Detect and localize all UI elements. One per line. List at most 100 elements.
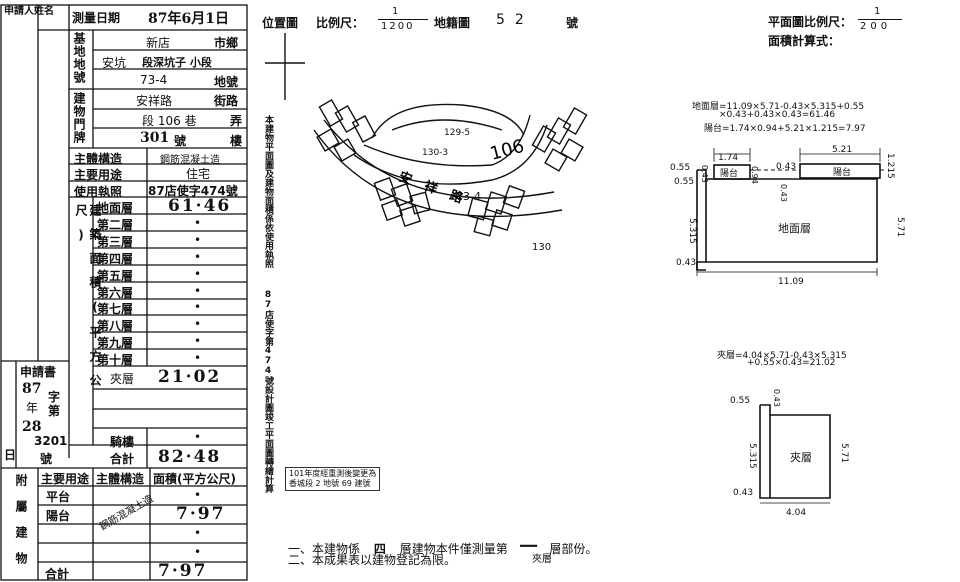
floor-row-name: 第七層 — [97, 302, 134, 316]
floor-area-label: 建築面積(平方公尺) — [74, 204, 102, 398]
application-number: 3201 — [34, 434, 68, 448]
mezz-label: 夾層 — [790, 451, 812, 464]
location-scale-bar — [378, 19, 428, 20]
dim-ground-l: 0.43 — [676, 258, 696, 268]
dim-mezz-d: 5.71 — [839, 443, 849, 463]
main-use-label: 主要用途 — [74, 168, 123, 182]
annex-head-use: 主要用途 — [41, 472, 90, 486]
dim-ground-g: 1.215 — [885, 153, 895, 179]
application-day-suffix: 日 — [4, 448, 17, 462]
plan-scale-den: 200 — [860, 21, 892, 32]
mezz-value: 21·02 — [158, 367, 222, 387]
floor-row-name: 第五層 — [97, 269, 134, 283]
application-char-label: 字第 — [48, 390, 61, 418]
balcony-label-left: 陽台 — [720, 167, 738, 179]
floor-row-value: • — [194, 351, 202, 365]
total-name: 合計 — [110, 452, 135, 466]
floor-row-value: • — [194, 284, 202, 298]
floor-row-value: • — [194, 317, 202, 331]
vertical-note-2: 87店使字第474號設計圖竣工平面圖轉繪計算 — [263, 290, 273, 493]
floor-row-name: 第九層 — [97, 336, 134, 350]
lot-suffix: 地號 — [214, 75, 239, 89]
annex-row-use: 陽台 — [46, 509, 71, 523]
stamp-line-2: 香城段 2 地號 69 建號 — [289, 479, 371, 488]
annex-total-value: 7·97 — [158, 561, 208, 581]
application-year-suffix: 年 — [26, 401, 39, 415]
floor-row-value: • — [194, 216, 202, 230]
building-door-label: 建物門牌 — [72, 92, 86, 144]
parcel-label-3: 73-4 — [456, 190, 481, 203]
plan-area-calc-label: 面積計算式： — [768, 34, 841, 48]
section: 安坑 — [102, 56, 127, 70]
dim-mezz-a: 0.55 — [730, 396, 750, 406]
lot-number: 73-4 — [140, 73, 168, 87]
floor-row-name: 地面層 — [97, 201, 134, 215]
ground-floor-plan: 0.55 0.43 1.74 0.94 0.43 5.21 1.215 0.55… — [670, 145, 905, 287]
dim-mezz-e: 0.43 — [733, 488, 753, 498]
dim-ground-d: 0.94 — [750, 166, 759, 184]
floor-row-value: • — [194, 300, 202, 314]
district: 新店 — [146, 36, 171, 50]
dim-ground-c: 1.74 — [718, 153, 738, 163]
floor-row-value: • — [194, 267, 202, 281]
road-no: 106 — [488, 136, 527, 165]
applicant-label: 申請人姓名 — [4, 6, 54, 17]
survey-date-value: 87年6月1日 — [148, 11, 229, 27]
annex-total-label: 合計 — [45, 567, 70, 581]
arcade-value: • — [194, 430, 202, 444]
note-2: 二、本成果表以建物登記為限。 — [288, 553, 457, 567]
rebuild-stamp: 101年度經重測後變更為 香城段 2 地號 69 建號 — [285, 467, 381, 491]
dim-ground-m: 11.09 — [778, 277, 804, 287]
alley-suffix: 弄 — [230, 114, 243, 128]
dim-ground-b: 0.43 — [700, 165, 709, 183]
dim-mezz-f: 4.04 — [786, 508, 806, 518]
floor-suffix: 樓 — [230, 134, 243, 148]
dim-ground-a: 0.55 — [670, 163, 690, 173]
location-map: 130-3 129-5 73-4 130 106 安祥路 — [265, 33, 588, 253]
note1-c: 層建物本件僅測量第 — [399, 542, 508, 556]
annex-head-area: 面積(平方公尺) — [153, 472, 236, 486]
application-label: 申請書 — [20, 365, 57, 379]
location-sheet-suffix: 號 — [566, 16, 579, 30]
floor-row-value: 61·46 — [168, 196, 232, 216]
dim-ground-j: 5.315 — [687, 218, 697, 244]
note1-f: 夾層 — [532, 554, 552, 565]
mezz-formula-1: 夾層=4.04×5.71-0.43×5.315 — [717, 351, 847, 361]
location-scale-num: 1 — [392, 6, 399, 17]
plan-scale-bar — [858, 19, 902, 20]
floor-row-value: • — [194, 250, 202, 264]
floor-row-name: 第六層 — [97, 286, 134, 300]
vertical-note-1: 本建物平面圖及建物面積係依使用執照 — [263, 115, 273, 268]
main-structure-label: 主體構造 — [74, 152, 123, 166]
door-number-suffix: 號 — [174, 134, 187, 148]
annex-label: 附屬建物 — [14, 474, 28, 578]
parcel-label-2: 129-5 — [444, 128, 470, 138]
annex-row-area: 7·97 — [176, 504, 226, 524]
annex-head-struct: 主體構造 — [96, 472, 145, 486]
door-number: 301 — [140, 130, 170, 146]
floor-row-value: • — [194, 334, 202, 348]
dim-ground-f: 5.21 — [832, 145, 852, 155]
annex-row-use: 平台 — [46, 490, 71, 504]
note1-b: 四 — [373, 542, 386, 556]
use-permit-label: 使用執照 — [74, 185, 123, 199]
location-scale-label: 比例尺： — [316, 16, 365, 30]
plan-scale-label: 平面圖比例尺： — [768, 15, 853, 29]
dim-ground-h: 0.55 — [674, 177, 694, 187]
application-month-day: 28 — [22, 419, 42, 435]
main-use-value: 住宅 — [186, 167, 211, 181]
ground-label: 地面層 — [778, 222, 811, 235]
section-alley: 段 106 巷 — [142, 114, 197, 128]
annex-row-area: • — [194, 545, 202, 559]
location-map-title: 位置圖 — [262, 16, 299, 30]
dim-ground-e: 0.43 — [776, 162, 796, 172]
plan-scale-num: 1 — [874, 6, 881, 17]
note-1: 一、本建物係 四 層建物本件僅測量第 一 層部份。 — [288, 533, 597, 559]
note1-e: 層部份。 — [549, 542, 598, 556]
floor-row-name: 第二層 — [97, 218, 134, 232]
application-number-suffix: 號 — [40, 452, 53, 466]
floor-row-name: 第四層 — [97, 252, 134, 266]
base-address-label: 基地地號 — [72, 32, 86, 84]
use-permit-value: 87店使字474號 — [148, 184, 238, 198]
form-grid — [0, 4, 248, 581]
